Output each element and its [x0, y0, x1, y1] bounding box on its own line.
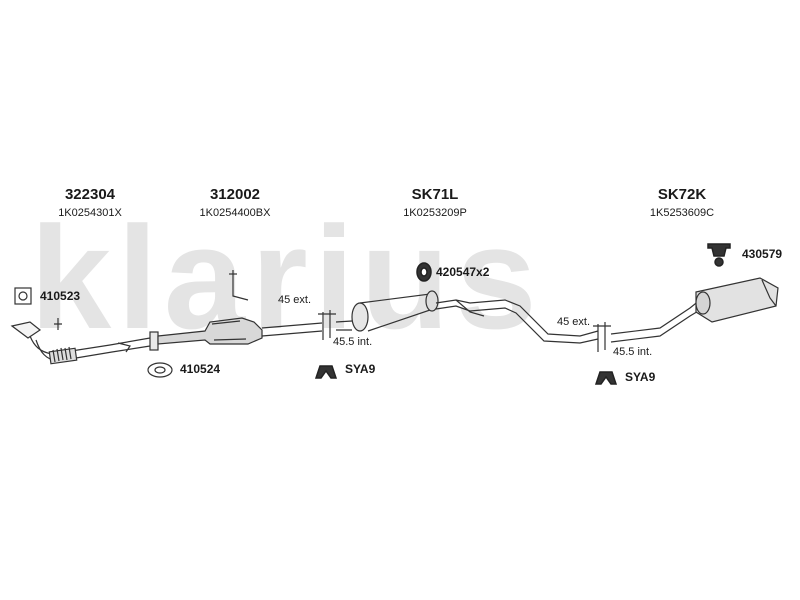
oe-reference: 1K0254400BX — [199, 207, 271, 219]
hanger-icon — [594, 371, 618, 385]
joint-ext-label: 45 ext. — [557, 316, 591, 328]
gasket-ring-icon — [147, 362, 173, 378]
part-code: 322304 — [64, 186, 116, 203]
brand-watermark: klarius — [30, 198, 543, 359]
joint-int-label: 45.5 int. — [613, 346, 653, 358]
gasket-ring-label: 410524 — [180, 362, 221, 376]
oe-reference: 1K0253209P — [403, 207, 467, 219]
section-rear-silencer: SK72K 1K5253609C — [622, 186, 742, 220]
oe-reference: 1K0254301X — [58, 207, 122, 219]
rear-silencer — [695, 277, 779, 323]
front-pipe — [10, 318, 151, 365]
catalytic-converter — [157, 270, 263, 345]
part-code: SK72K — [657, 186, 707, 203]
hanger-label: SYA9 — [345, 362, 376, 376]
section-front-pipe: 322304 1K0254301X — [30, 186, 150, 220]
joint-ext-label: 45 ext. — [278, 294, 312, 306]
gasket-square-label: 410523 — [40, 289, 81, 303]
hanger-icon — [314, 365, 338, 379]
gasket-square-icon — [14, 287, 32, 305]
part-code: 312002 — [209, 186, 261, 203]
middle-silencer — [351, 290, 599, 344]
part-code: SK71L — [411, 186, 459, 203]
bracket-label: 430579 — [742, 247, 783, 261]
hanger-label: SYA9 — [625, 370, 656, 384]
rubber-ring-icon — [416, 262, 432, 282]
section-catalyst: 312002 1K0254400BX — [175, 186, 295, 220]
oe-reference: 1K5253609C — [649, 207, 715, 219]
rubber-ring-label: 420547x2 — [436, 265, 490, 279]
bracket-icon — [707, 243, 731, 267]
joint-int-label: 45.5 int. — [333, 336, 373, 348]
section-middle-silencer: SK71L 1K0253209P — [375, 186, 495, 220]
